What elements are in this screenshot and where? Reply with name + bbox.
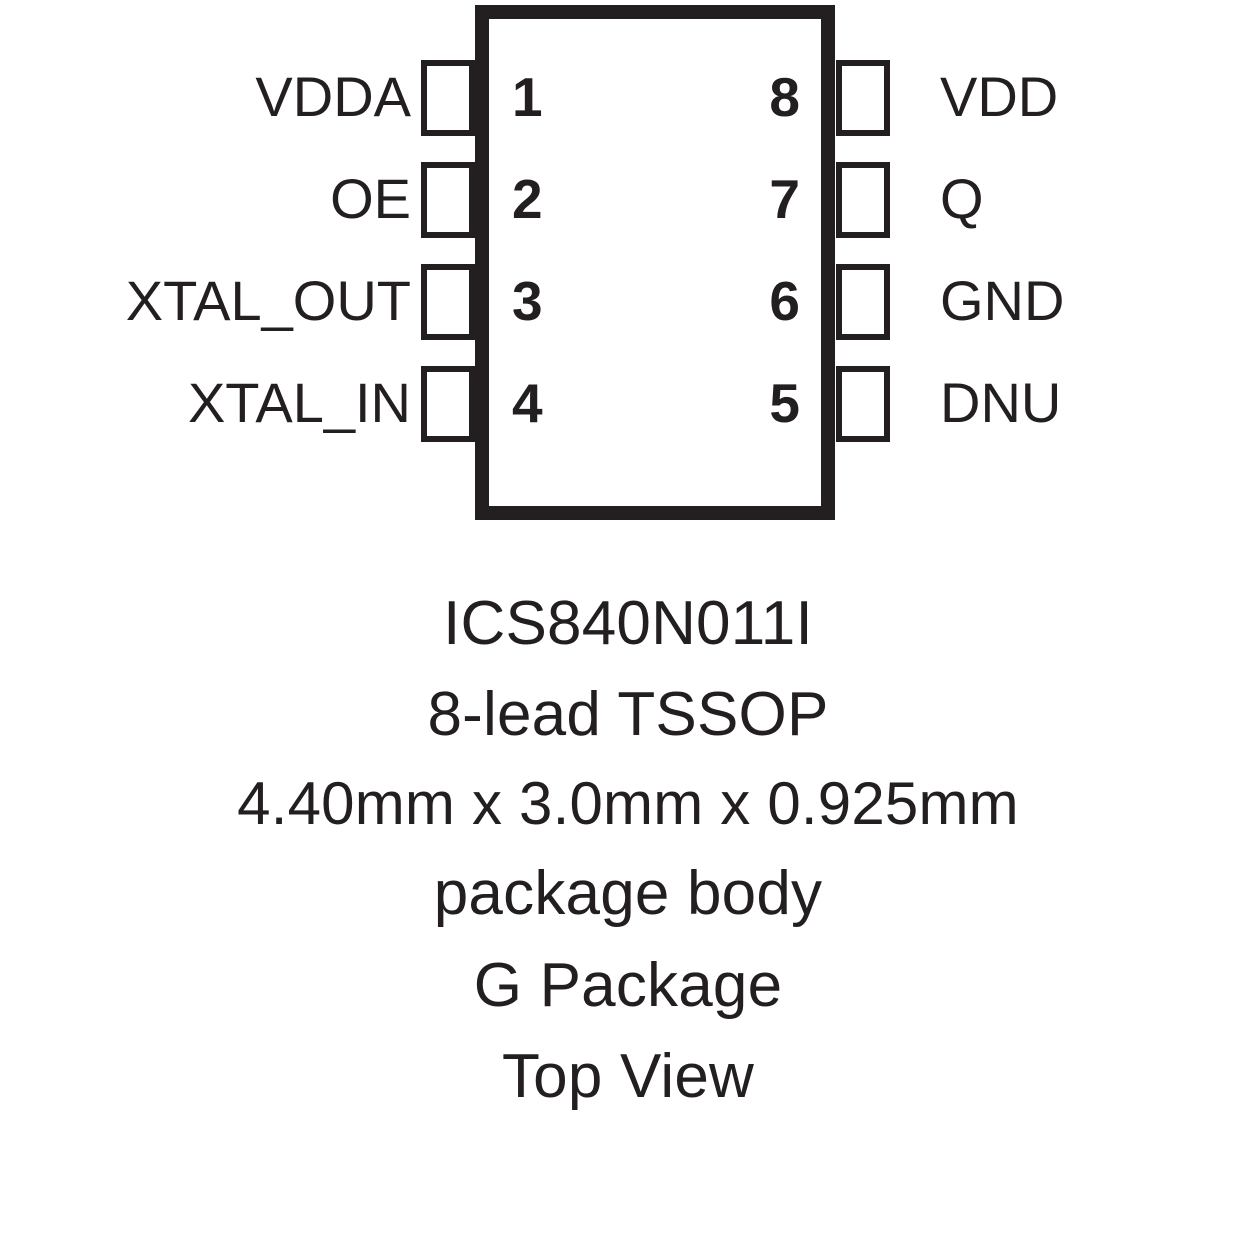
pin-pad-6 xyxy=(836,264,890,340)
pin-number-4: 4 xyxy=(512,372,543,434)
pin-label-vdd: VDD xyxy=(940,65,1059,128)
pin-number-1: 1 xyxy=(512,66,543,128)
pin-label-oe: OE xyxy=(330,167,411,230)
pin-number-7: 7 xyxy=(769,168,800,230)
pin-pad-3 xyxy=(421,264,475,340)
package-pinout-diagram: 1 VDDA 2 OE 3 XTAL_OUT 4 XTAL_IN 8 VDD 7… xyxy=(0,0,1256,545)
pin-number-3: 3 xyxy=(512,270,543,332)
caption-body-note: package body xyxy=(433,859,823,929)
package-caption: ICS840N011I 8-lead TSSOP 4.40mm x 3.0mm … xyxy=(0,578,1256,1122)
pin-pad-2 xyxy=(421,162,475,238)
pin-pad-7 xyxy=(836,162,890,238)
pin-number-8: 8 xyxy=(769,66,800,128)
chip-body-outline xyxy=(475,5,835,520)
caption-package-code: G Package xyxy=(473,950,783,1020)
pin-label-xtal-in: XTAL_IN xyxy=(187,371,411,434)
pin-pad-1 xyxy=(421,60,475,136)
caption-package-type: 8-lead TSSOP xyxy=(427,680,829,750)
pin-pad-5 xyxy=(836,366,890,442)
caption-view: Top View xyxy=(501,1041,755,1111)
pin-number-6: 6 xyxy=(769,270,800,332)
pin-number-5: 5 xyxy=(769,372,800,434)
pin-label-dnu: DNU xyxy=(940,371,1062,434)
pin-label-gnd: GND xyxy=(940,269,1065,332)
caption-part-number: ICS840N011I xyxy=(443,589,813,658)
pin-label-vdda: VDDA xyxy=(255,65,411,128)
caption-dimensions: 4.40mm x 3.0mm x 0.925mm xyxy=(237,770,1019,838)
pin-label-q: Q xyxy=(940,167,984,230)
pin-pad-4 xyxy=(421,366,475,442)
pin-pad-8 xyxy=(836,60,890,136)
pin-label-xtal-out: XTAL_OUT xyxy=(125,269,411,332)
pin-number-2: 2 xyxy=(512,168,543,230)
